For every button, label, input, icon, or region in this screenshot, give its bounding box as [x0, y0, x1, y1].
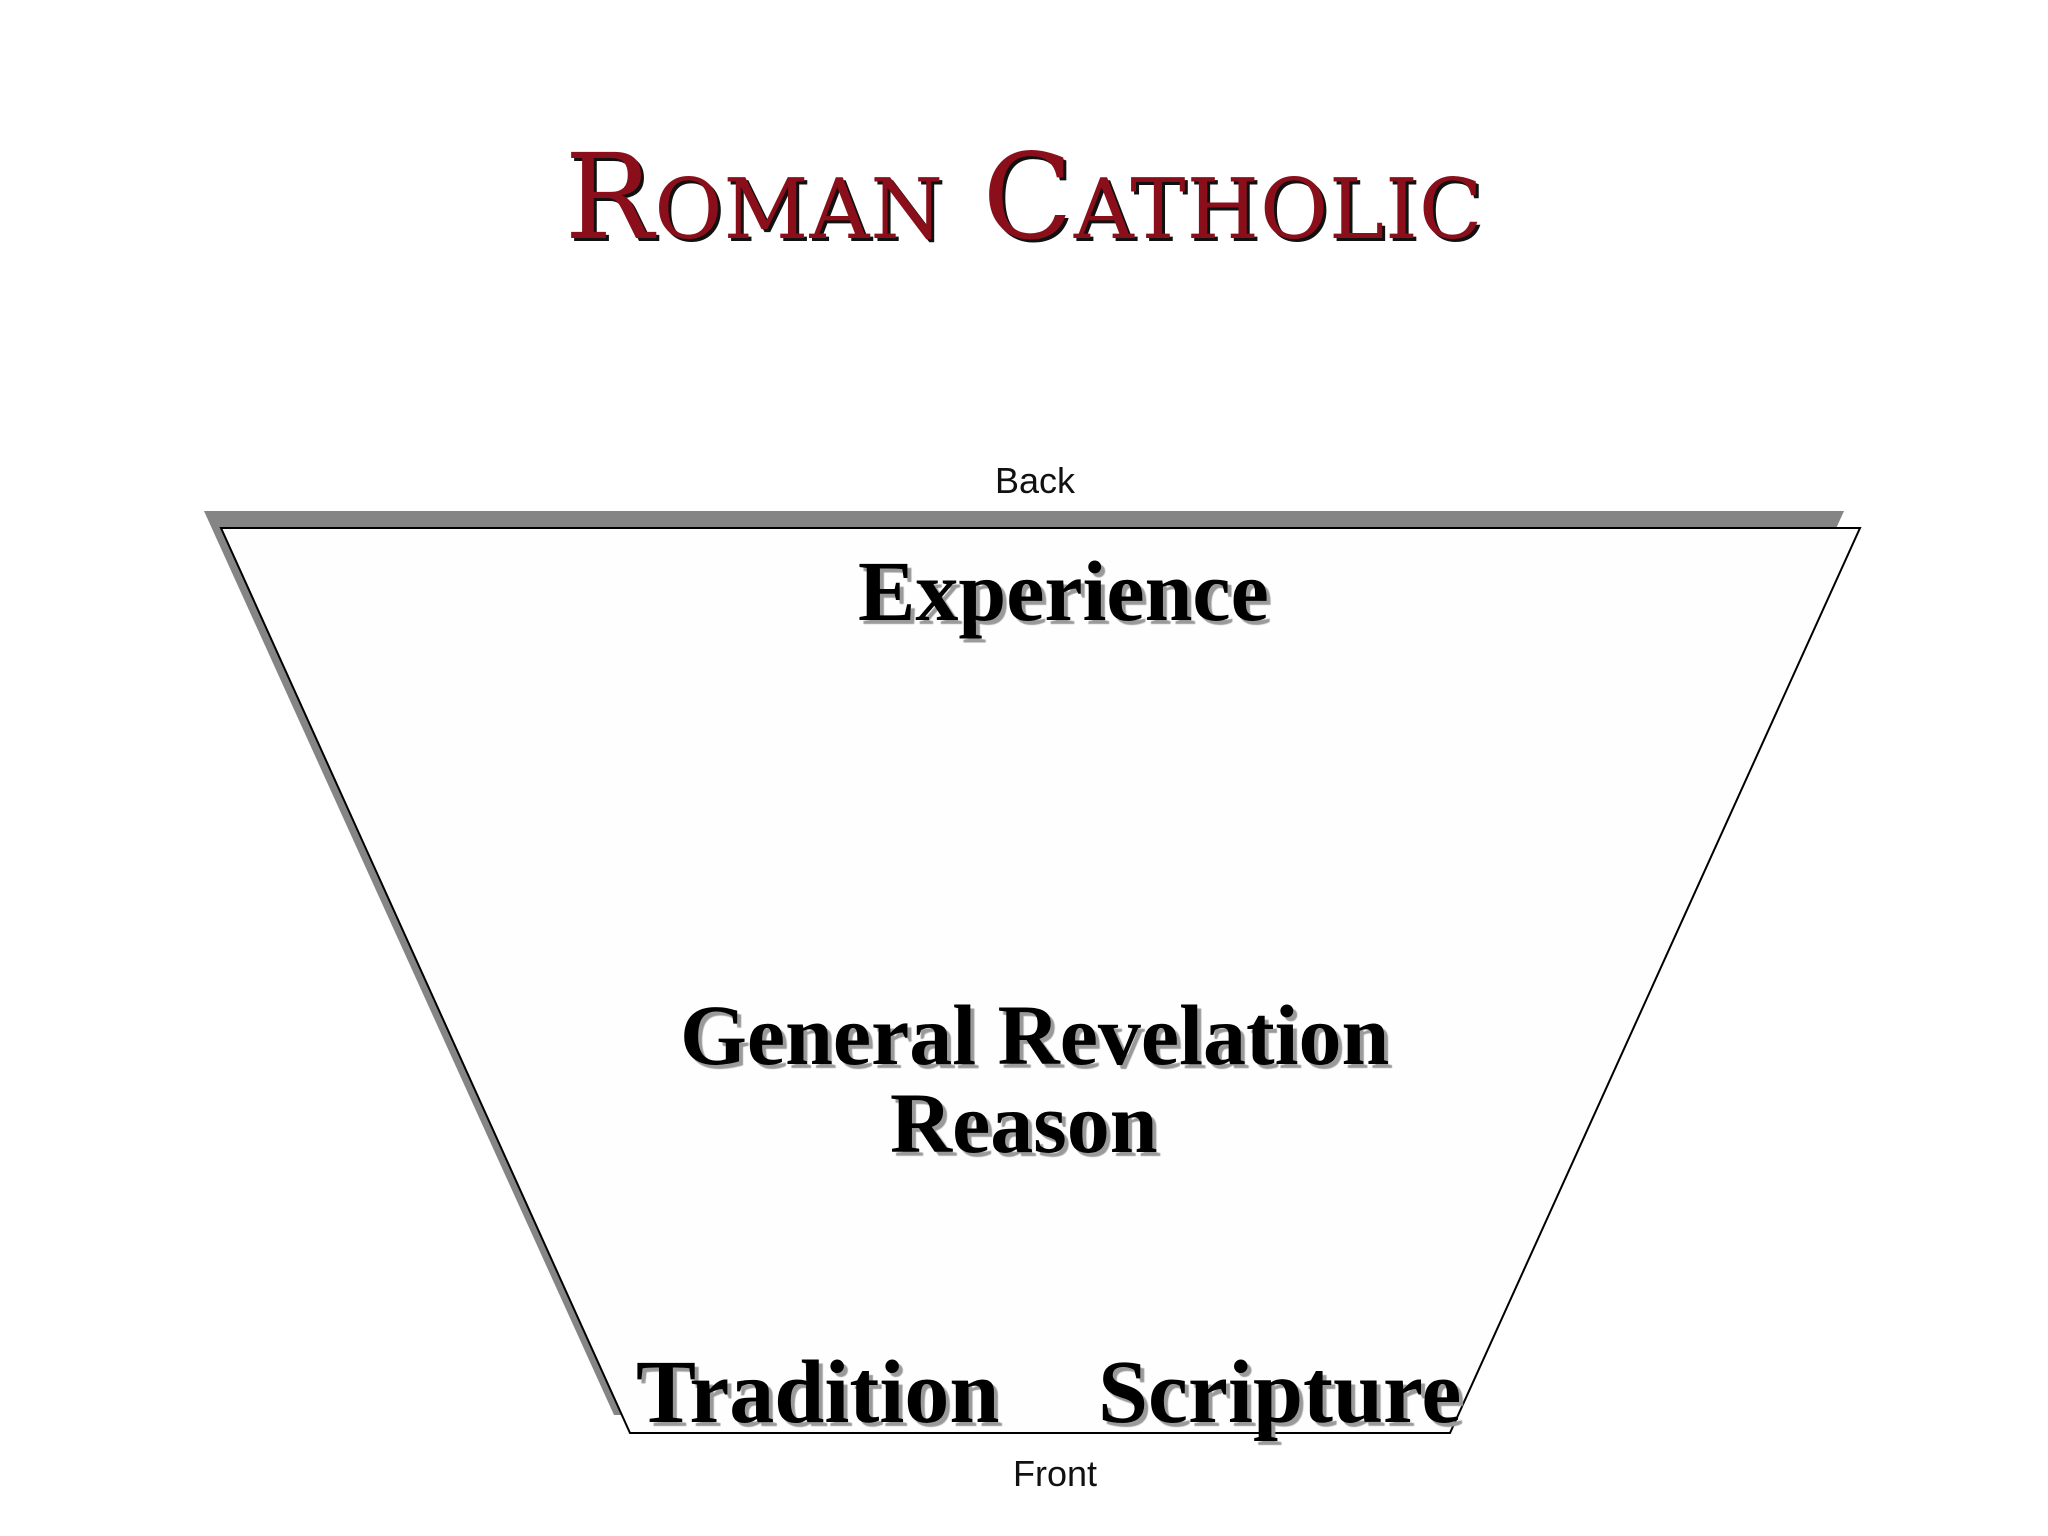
slide-title: Roman Catholic: [564, 128, 1484, 266]
scripture-label: Scripture: [1098, 1343, 1462, 1442]
general-revelation-label: General Revelation: [680, 987, 1390, 1083]
back-label: Back: [995, 460, 1076, 501]
experience-label: Experience: [858, 543, 1269, 639]
reason-label: Reason: [890, 1075, 1158, 1171]
tradition-label: Tradition: [636, 1343, 1000, 1442]
front-label: Front: [1013, 1453, 1098, 1494]
trapezoid-shape: [219, 527, 1862, 1434]
